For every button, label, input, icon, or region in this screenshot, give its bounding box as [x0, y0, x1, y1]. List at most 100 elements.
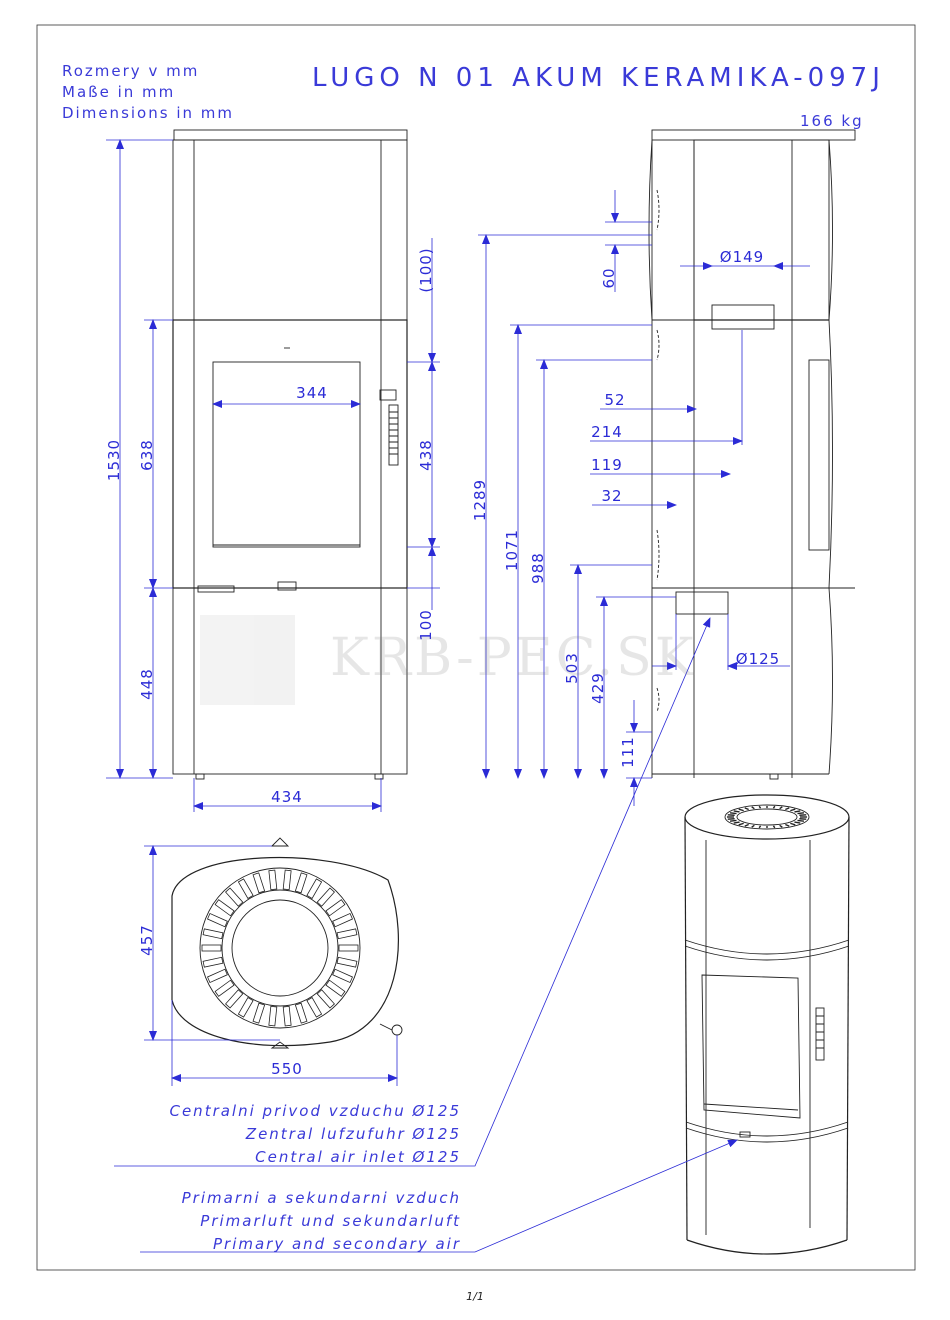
legend-central-air-sk: Centralni privod vzduchu Ø125 — [169, 1102, 461, 1120]
dim-door-width: 344 — [296, 384, 328, 402]
iso-vent-slot — [797, 812, 805, 815]
vent-slot — [252, 872, 266, 894]
dim-top-offset: (100) — [417, 247, 435, 292]
units-line-de: Maße in mm — [62, 83, 175, 101]
iso-vent-slot — [779, 824, 783, 828]
vent-slot — [316, 887, 335, 907]
dim-total-height: 1530 — [105, 439, 123, 481]
legend-primary-air-de: Primarluft und sekundarluft — [200, 1212, 461, 1230]
iso-vent-slot — [751, 824, 755, 828]
vent-slot — [206, 968, 228, 983]
units-line-en: Dimensions in mm — [62, 104, 234, 122]
dim-door-height: 438 — [417, 439, 435, 471]
leader-lines — [114, 617, 738, 1253]
vent-slot — [282, 869, 292, 891]
iso-vent-slot — [772, 805, 776, 809]
vent-slot — [332, 913, 354, 928]
dim-214: 214 — [591, 423, 623, 441]
vent-slot — [336, 956, 358, 968]
dim-52: 52 — [604, 391, 625, 409]
legend-central-air-en: Central air inlet Ø125 — [255, 1148, 461, 1166]
vent-slot — [306, 878, 323, 899]
dim-flue-gap: 60 — [600, 267, 618, 288]
vent-slot — [268, 1005, 278, 1027]
iso-vent-slot — [797, 819, 805, 822]
legend: Centralni privod vzduchu Ø125 Zentral lu… — [169, 1102, 461, 1253]
dim-h988: 988 — [529, 552, 547, 584]
iso-vent-slot — [751, 806, 755, 810]
dim-top-depth: 457 — [138, 924, 156, 956]
iso-vent-slot — [729, 812, 737, 815]
dim-middle-height: 638 — [138, 439, 156, 471]
vent-slot — [294, 1002, 308, 1024]
iso-vent-slot — [758, 825, 762, 829]
iso-vent-slot — [744, 823, 749, 827]
iso-vent-slot — [785, 807, 790, 811]
iso-vent-slot — [790, 808, 796, 812]
side-dimensions: 1289 1071 988 503 429 111 60 Ø149 52 — [471, 190, 810, 806]
vent-slot — [338, 944, 359, 952]
vent-slot — [268, 869, 278, 891]
dim-h1071: 1071 — [503, 529, 521, 571]
vent-slot — [237, 878, 254, 899]
front-view — [172, 129, 408, 780]
isometric-view — [684, 794, 850, 1255]
vent-slot — [325, 899, 346, 917]
legend-primary-air-sk: Primarni a sekundarni vzduch — [182, 1189, 461, 1207]
sheet-border — [36, 24, 916, 1271]
weight-label: 166 kg — [800, 112, 864, 130]
vent-slot — [237, 997, 254, 1018]
dim-bottom-height: 448 — [138, 668, 156, 700]
vent-slot — [206, 913, 228, 928]
iso-vent-slot — [794, 810, 801, 813]
vent-slot — [252, 1002, 266, 1024]
drawing-title: LUGO N 01 AKUM KERAMIKA-097J — [312, 63, 885, 93]
dim-119: 119 — [591, 456, 623, 474]
iso-vent-slot — [733, 810, 740, 813]
dim-h503: 503 — [563, 652, 581, 684]
vent-slot — [294, 872, 308, 894]
side-view — [648, 129, 856, 780]
legend-primary-air-en: Primary and secondary air — [213, 1235, 461, 1253]
dim-h1289: 1289 — [471, 479, 489, 521]
dim-width: 434 — [271, 788, 303, 806]
dim-air-diameter: Ø125 — [736, 650, 780, 668]
iso-vent-slot — [779, 806, 783, 810]
watermark-text: KRB-PEC.SK — [330, 628, 697, 688]
dim-top-width: 550 — [271, 1060, 303, 1078]
dim-bottom-offset: 100 — [417, 609, 435, 641]
iso-vent-slot — [758, 805, 762, 809]
iso-vent-slot — [794, 821, 801, 824]
vent-slot — [201, 944, 222, 952]
vent-slot — [225, 887, 244, 907]
top-view — [171, 837, 403, 1049]
flame-logo-icon — [200, 615, 295, 705]
iso-vent-slot — [785, 823, 790, 827]
vent-slot — [316, 989, 335, 1009]
iso-vent-slot — [772, 825, 776, 829]
vent-slot — [202, 956, 224, 968]
dim-flue-diameter: Ø149 — [720, 248, 764, 266]
vent-slot — [214, 979, 235, 997]
top-dimensions: 457 550 — [138, 845, 398, 1086]
page-number: 1/1 — [466, 1290, 484, 1303]
vent-slot — [306, 997, 323, 1018]
vent-slot — [332, 968, 354, 983]
vent-slot — [214, 899, 235, 917]
vent-slot — [225, 989, 244, 1009]
iso-vent-slot — [744, 807, 749, 811]
watermark: KRB-PEC.SK — [190, 610, 750, 710]
iso-vent-slot — [738, 808, 744, 812]
iso-vent-slot — [738, 822, 744, 826]
units-line-sk: Rozmery v mm — [62, 62, 199, 80]
dim-32: 32 — [601, 487, 622, 505]
iso-vent-slot — [733, 821, 740, 824]
dim-h429: 429 — [589, 672, 607, 704]
units-note: Rozmery v mm Maße in mm Dimensions in mm — [62, 62, 234, 122]
dim-h111: 111 — [619, 736, 637, 768]
legend-central-air-de: Zentral lufzufuhr Ø125 — [245, 1125, 461, 1143]
front-dimensions: 1530 638 448 434 344 438 (100) 100 — [105, 139, 440, 812]
vent-slot — [202, 928, 224, 940]
vent-slot — [282, 1005, 292, 1027]
